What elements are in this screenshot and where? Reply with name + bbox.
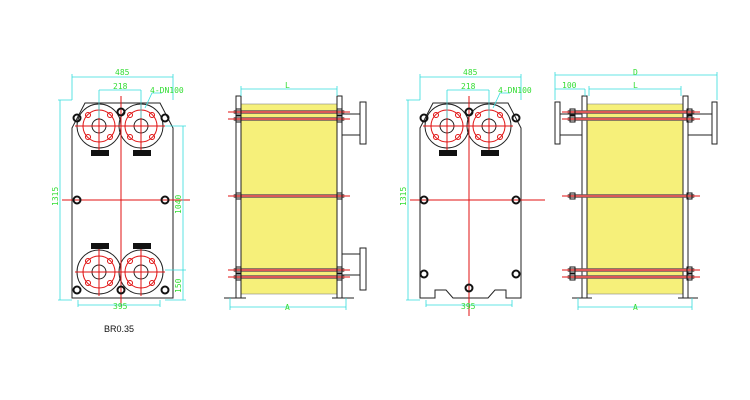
tie-bolt bbox=[72, 113, 82, 123]
flange-bolt-hole bbox=[475, 112, 481, 118]
nut bbox=[336, 266, 343, 274]
flange-bolt-hole bbox=[433, 134, 439, 140]
front-view-a: 485 218 4-DN100 1315 1040 150 395 BR0.35 bbox=[51, 68, 190, 334]
nut bbox=[235, 266, 242, 274]
tie-bolt bbox=[511, 269, 521, 279]
frame-plate-outline bbox=[419, 102, 522, 299]
flange-bolt-hole bbox=[127, 280, 133, 286]
dim-height: 1315 bbox=[51, 187, 60, 206]
label-plate bbox=[91, 150, 109, 156]
nut bbox=[235, 192, 242, 200]
flange-bolt-hole bbox=[85, 280, 91, 286]
label-plate bbox=[133, 243, 151, 249]
flange-bolt-hole bbox=[455, 134, 461, 140]
flange-bolt-hole bbox=[475, 134, 481, 140]
nut bbox=[686, 192, 693, 200]
nut bbox=[569, 266, 576, 274]
label-plate bbox=[439, 150, 457, 156]
tie-bolt bbox=[464, 283, 474, 293]
flange-bolt-hole bbox=[149, 112, 155, 118]
side-view-a: L A bbox=[224, 81, 367, 312]
flange-bolt-hole bbox=[149, 280, 155, 286]
tie-bolt bbox=[464, 107, 474, 117]
label-plate bbox=[91, 243, 109, 249]
nut bbox=[569, 108, 576, 116]
port-centerline bbox=[75, 248, 123, 296]
tie-bolt bbox=[160, 195, 170, 205]
plate-pack bbox=[586, 103, 684, 295]
model-label: BR0.35 bbox=[104, 324, 134, 334]
flange-bolt-hole bbox=[433, 112, 439, 118]
nut bbox=[235, 108, 242, 116]
nut bbox=[686, 273, 693, 281]
flange-bolt-hole bbox=[149, 134, 155, 140]
nut bbox=[235, 273, 242, 281]
dim-width: 485 bbox=[463, 68, 478, 77]
flange-bolt-hole bbox=[149, 258, 155, 264]
flange-bolt-hole bbox=[107, 134, 113, 140]
dim-length: L bbox=[285, 81, 290, 90]
tie-bolt bbox=[511, 195, 521, 205]
flange-bolt-hole bbox=[107, 280, 113, 286]
dim-frame-span: A bbox=[633, 303, 638, 312]
tie-bolt bbox=[511, 113, 521, 123]
dim-overall: D bbox=[633, 68, 638, 77]
dim-foot-span: 395 bbox=[461, 302, 476, 311]
nut bbox=[686, 108, 693, 116]
tie-bolt bbox=[160, 113, 170, 123]
dim-port-spacing: 218 bbox=[113, 82, 128, 91]
label-plate bbox=[133, 150, 151, 156]
nut bbox=[235, 115, 242, 123]
nozzle-flange bbox=[359, 101, 367, 145]
nozzle-flange bbox=[359, 247, 367, 291]
flange-bolt-hole bbox=[127, 112, 133, 118]
dim-foot-span: 395 bbox=[113, 302, 128, 311]
nut bbox=[336, 273, 343, 281]
flange-bolt-hole bbox=[107, 112, 113, 118]
nut bbox=[336, 192, 343, 200]
dim-height: 1315 bbox=[399, 187, 408, 206]
tie-bolt bbox=[72, 195, 82, 205]
nut bbox=[686, 115, 693, 123]
flange-bolt-hole bbox=[455, 112, 461, 118]
tie-bolt bbox=[419, 113, 429, 123]
tie-bolt bbox=[116, 107, 126, 117]
dim-port-spacing: 218 bbox=[461, 82, 476, 91]
flange-bolt-hole bbox=[127, 258, 133, 264]
flange-bolt-hole bbox=[85, 112, 91, 118]
dim-length: L bbox=[633, 81, 638, 90]
tie-bolt bbox=[419, 269, 429, 279]
nozzle-flange bbox=[554, 101, 561, 145]
frame-plate-outline bbox=[71, 102, 174, 299]
tie-bolt bbox=[116, 285, 126, 295]
nut bbox=[336, 115, 343, 123]
dim-nozzle: 4-DN100 bbox=[150, 86, 184, 95]
dim-width: 485 bbox=[115, 68, 130, 77]
nut bbox=[336, 108, 343, 116]
nut bbox=[569, 115, 576, 123]
nut bbox=[686, 266, 693, 274]
flange-bolt-hole bbox=[85, 134, 91, 140]
flange-bolt-hole bbox=[497, 134, 503, 140]
tie-bolt bbox=[419, 195, 429, 205]
plate-pack bbox=[240, 103, 338, 295]
tie-bolt bbox=[160, 285, 170, 295]
tie-bolt bbox=[72, 285, 82, 295]
flange-bolt-hole bbox=[497, 112, 503, 118]
flange-bolt-hole bbox=[85, 258, 91, 264]
nozzle-flange bbox=[711, 101, 718, 145]
dim-bottom-offset: 150 bbox=[174, 278, 183, 293]
label-plate bbox=[481, 150, 499, 156]
front-view-b: 485 218 4-DN100 1315 395 bbox=[399, 68, 545, 316]
port-centerline bbox=[117, 248, 165, 296]
nut bbox=[569, 192, 576, 200]
nut bbox=[569, 273, 576, 281]
dim-nozzle: 4-DN100 bbox=[498, 86, 532, 95]
dim-nozzle-length: 100 bbox=[562, 81, 577, 90]
flange-bolt-hole bbox=[127, 134, 133, 140]
flange-bolt-hole bbox=[107, 258, 113, 264]
dim-port-vertical: 1040 bbox=[174, 195, 183, 214]
dim-frame-span: A bbox=[285, 303, 290, 312]
side-view-b: D 100 L A bbox=[554, 68, 718, 312]
